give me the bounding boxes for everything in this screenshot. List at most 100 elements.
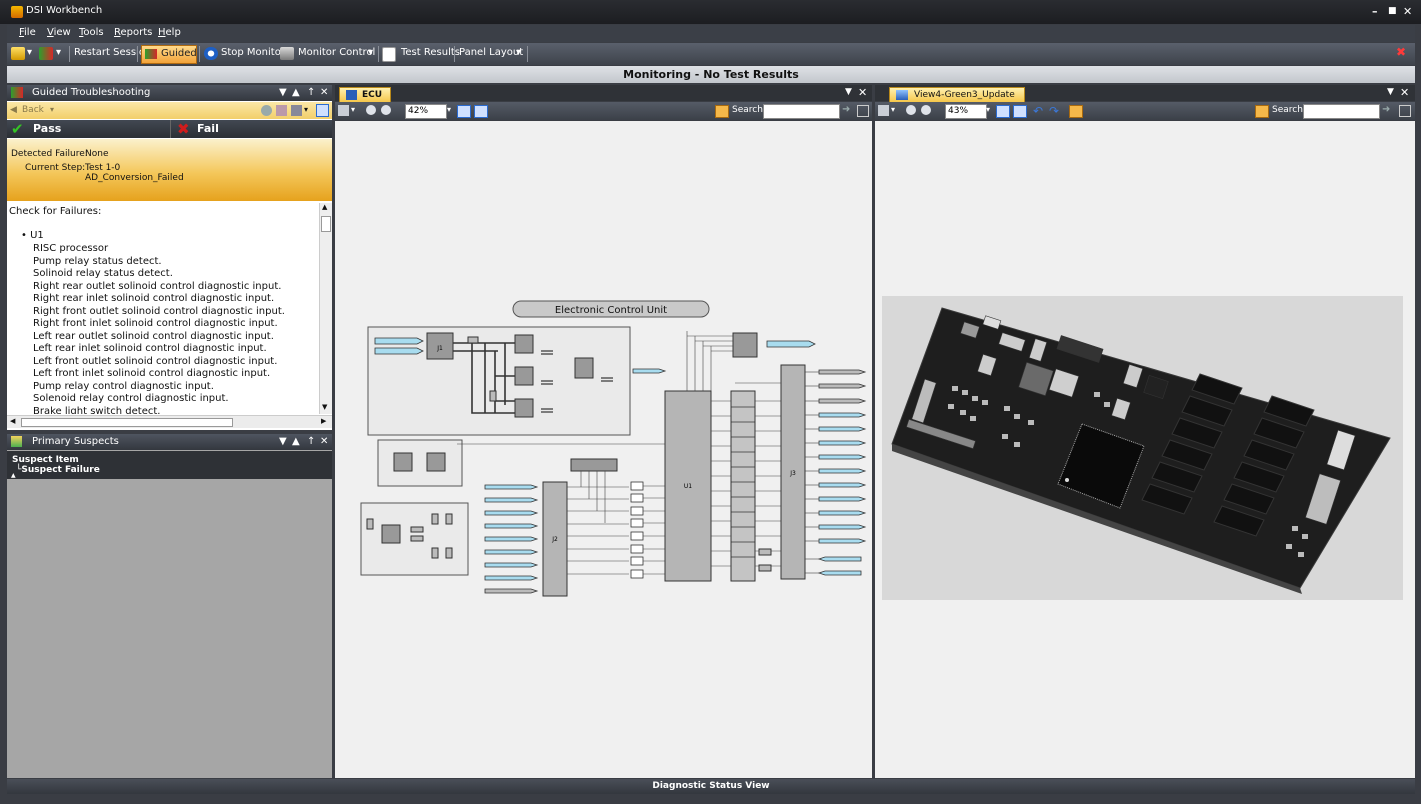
test-results-button[interactable]: Test Results	[401, 47, 460, 58]
zoom-in-icon[interactable]	[381, 105, 391, 115]
close-icon[interactable]: ✕	[320, 87, 329, 98]
scroll-thumb[interactable]	[21, 418, 233, 427]
test-results-icon	[382, 47, 396, 62]
vertical-scrollbar[interactable]: ▲ ▼	[319, 203, 332, 414]
zoom-out-icon[interactable]	[366, 105, 376, 115]
chevron-down-icon[interactable]: ▼	[279, 436, 287, 447]
suspect-failure-column[interactable]: └Suspect Failure	[16, 465, 100, 475]
tab-bar: View4-Green3_Update ▼ ✕	[875, 85, 1415, 102]
ecu-schematic: Electronic Control Unit J1	[360, 300, 867, 597]
back-button[interactable]: Back	[22, 105, 44, 115]
suspects-icon	[11, 436, 22, 447]
panel-layout-button[interactable]: Panel Layout	[459, 47, 524, 58]
select-icon[interactable]	[878, 105, 889, 116]
connect-icon[interactable]	[11, 47, 25, 60]
layout-icon[interactable]	[39, 47, 53, 60]
check-item: RISC processor	[33, 243, 109, 254]
expand-icon[interactable]	[1399, 105, 1411, 117]
close-icon[interactable]: ✕	[320, 436, 329, 447]
scroll-thumb[interactable]	[321, 216, 331, 232]
maximize-icon[interactable]: ■	[1388, 6, 1397, 16]
check-item: Pump relay control diagnostic input.	[33, 380, 214, 392]
search-label[interactable]: Search	[732, 105, 763, 115]
menu-view[interactable]: View	[47, 27, 71, 38]
guided-icon	[11, 87, 23, 98]
panel-title: Primary Suspects	[32, 436, 119, 447]
menu-file[interactable]: File	[19, 27, 36, 38]
fit-width-icon[interactable]	[457, 105, 471, 118]
board-render	[882, 296, 1403, 600]
restart-session-button[interactable]: Restart Session	[74, 47, 152, 58]
chevron-down-icon[interactable]: ▾	[986, 105, 991, 114]
search-input[interactable]	[1303, 104, 1380, 119]
menu-bar: File View Tools Reports Help	[7, 25, 1415, 42]
minimize-icon[interactable]: –	[1372, 5, 1378, 18]
suspect-item-column[interactable]: Suspect Item	[12, 455, 79, 465]
search-input[interactable]	[763, 104, 840, 119]
close-icon[interactable]: ✕	[1400, 86, 1410, 99]
chevron-down-icon[interactable]: ▾	[50, 105, 55, 114]
rotate-left-icon[interactable]: ↶	[1033, 104, 1044, 118]
expand-icon[interactable]	[316, 104, 329, 117]
fail-button[interactable]: ✖ Fail	[177, 120, 219, 138]
scroll-down-icon[interactable]: ▼	[322, 403, 328, 411]
ecu-schematic-view: ECU ▼ ✕ ▾ 42% ▾ Search ➜ Electronic Cont…	[335, 85, 872, 778]
scroll-right-icon[interactable]: ▶	[321, 417, 327, 425]
chevron-down-icon[interactable]: ▾	[368, 47, 374, 58]
tab-board-view[interactable]: View4-Green3_Update	[889, 87, 1025, 102]
chevron-down-icon[interactable]: ▾	[891, 105, 896, 114]
chevron-up-icon[interactable]: ▲	[292, 436, 300, 447]
search-label[interactable]: Search	[1272, 105, 1303, 115]
pcb-3d-image	[891, 307, 1391, 594]
chevron-down-icon[interactable]: ▼	[1387, 87, 1394, 97]
pass-button[interactable]: ✔ Pass	[11, 120, 62, 138]
stop-monitor-button[interactable]: Stop Monitor	[221, 47, 285, 58]
scroll-left-icon[interactable]: ◀	[10, 417, 16, 425]
rotate-right-icon[interactable]: ↷	[1049, 104, 1060, 118]
monitor-control-button[interactable]: Monitor Control	[298, 47, 376, 58]
chevron-up-icon[interactable]: ▲	[292, 87, 300, 98]
diagnostic-status-bar[interactable]: Diagnostic Status View	[7, 779, 1415, 794]
settings-icon[interactable]	[261, 105, 272, 116]
board-canvas[interactable]	[875, 121, 1415, 778]
zoom-field[interactable]: 42%	[405, 104, 447, 119]
chevron-down-icon[interactable]: ▾	[447, 105, 452, 114]
expand-icon[interactable]	[857, 105, 869, 117]
print-icon[interactable]	[291, 105, 302, 116]
main-toolbar: ▾ ▾ Restart Session Guided Stop Monitor …	[7, 43, 1415, 65]
sort-icon[interactable]: ▲	[11, 472, 16, 479]
chevron-down-icon[interactable]: ▾	[56, 47, 62, 58]
chevron-down-icon[interactable]: ▾	[304, 105, 309, 114]
horizontal-scrollbar[interactable]: ◀ ▶	[7, 415, 332, 428]
zoom-in-icon[interactable]	[921, 105, 931, 115]
fit-width-icon[interactable]	[996, 105, 1010, 118]
zoom-field[interactable]: 43%	[945, 104, 987, 119]
tools-icon[interactable]	[276, 105, 287, 116]
search-go-icon[interactable]: ➜	[842, 104, 851, 115]
chevron-down-icon[interactable]: ▾	[516, 47, 522, 58]
menu-tools[interactable]: Tools	[79, 27, 104, 38]
search-go-icon[interactable]: ➜	[1382, 104, 1391, 115]
select-icon[interactable]	[338, 105, 349, 116]
stop-monitor-icon	[204, 47, 218, 60]
chevron-down-icon[interactable]: ▼	[845, 87, 852, 97]
menu-reports[interactable]: Reports	[114, 27, 153, 38]
tab-ecu[interactable]: ECU	[339, 87, 391, 102]
scroll-up-icon[interactable]: ▲	[322, 203, 328, 211]
close-session-icon[interactable]: ✖	[1396, 45, 1407, 59]
fit-page-icon[interactable]	[474, 105, 488, 118]
chevron-down-icon[interactable]: ▾	[351, 105, 356, 114]
close-icon[interactable]: ✕	[858, 86, 868, 99]
guided-button[interactable]: Guided	[141, 45, 197, 64]
menu-help[interactable]: Help	[158, 27, 181, 38]
fit-page-icon[interactable]	[1013, 105, 1027, 118]
zoom-out-icon[interactable]	[906, 105, 916, 115]
chevron-down-icon[interactable]: ▾	[27, 47, 33, 58]
view-options-icon[interactable]	[1069, 105, 1083, 118]
schematic-canvas[interactable]: Electronic Control Unit J1	[335, 121, 872, 778]
close-icon[interactable]: ✕	[1403, 5, 1413, 18]
pin-icon[interactable]: ↑	[307, 87, 316, 98]
pin-icon[interactable]: ↑	[307, 436, 316, 447]
chevron-down-icon[interactable]: ▼	[279, 87, 287, 98]
